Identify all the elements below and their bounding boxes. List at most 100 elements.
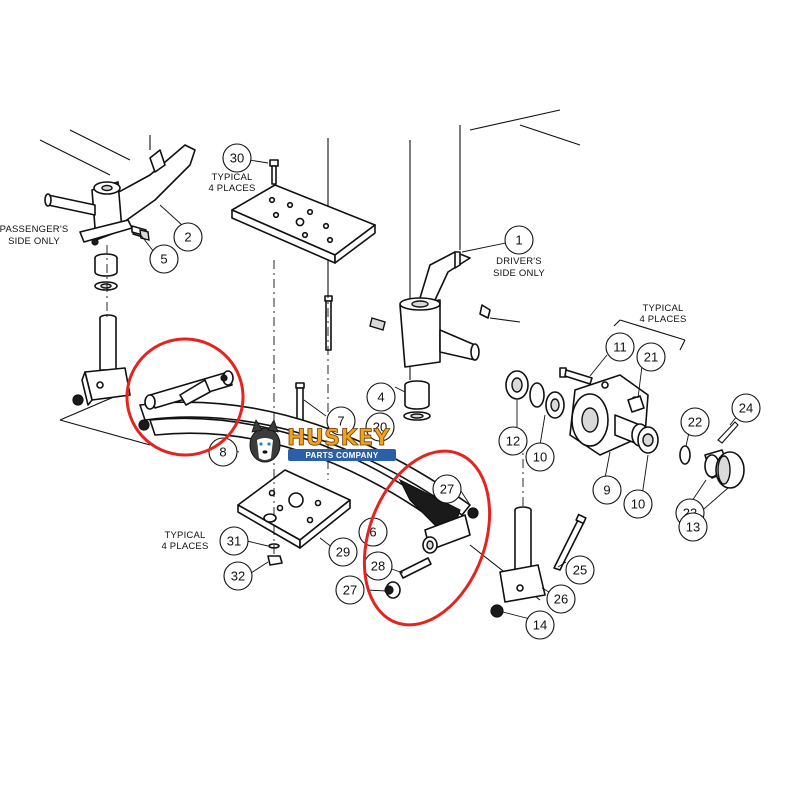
svg-text:8: 8 (219, 445, 226, 460)
part-9-hub (569, 374, 649, 456)
note-typical-4-places-hub: TYPICAL 4 PLACES (639, 303, 686, 325)
svg-text:5: 5 (160, 252, 167, 267)
passenger-lower-spindle (72, 314, 131, 406)
husky-dog-icon (249, 419, 281, 463)
callout-10a: 10 (525, 442, 555, 472)
svg-text:25: 25 (573, 563, 587, 578)
callout-26: 26 (546, 584, 576, 614)
part-1-driver-spindle (369, 251, 521, 368)
highlight-rear-shackle (125, 337, 245, 457)
part-21-lug-nut (627, 395, 645, 413)
part-6-leaf-spring (138, 370, 479, 554)
callout-22: 22 (680, 407, 710, 437)
part-22-washer (679, 445, 691, 465)
svg-text:32: 32 (231, 569, 245, 584)
callout-29: 29 (328, 537, 358, 567)
callout-24: 24 (731, 393, 761, 423)
part-25-bolt (553, 513, 587, 571)
part-10-outer-bearing (637, 426, 659, 454)
highlight-front-shackle (362, 449, 492, 627)
callout-27a: 27 (432, 474, 462, 504)
callout-30: 30 (222, 143, 252, 173)
svg-text:12: 12 (506, 434, 520, 449)
part-13-dust-cap (715, 451, 745, 489)
logo-subtitle-banner (288, 449, 396, 461)
callout-1: 1 (504, 225, 534, 255)
logo-wordmark: HUSKEY (287, 426, 391, 451)
callout-2: 2 (173, 222, 203, 252)
svg-text:11: 11 (613, 340, 627, 355)
callout-28: 28 (363, 551, 393, 581)
part-29-lower-plate (237, 469, 351, 549)
part-14-nut (490, 604, 504, 618)
svg-text:TYPICAL: TYPICAL (643, 303, 684, 314)
note-passenger-side-only: PASSENGER'S SIDE ONLY (0, 224, 68, 247)
svg-text:29: 29 (336, 545, 350, 560)
callouts: 1 2 5 30 4 7 20 8 6 11 21 12 10 9 10 22 … (149, 143, 761, 640)
note-typical-4-places-lower: TYPICAL 4 PLACES (161, 530, 208, 552)
svg-text:4 PLACES: 4 PLACES (639, 314, 686, 325)
logo-subtitle: PARTS COMPANY (306, 451, 379, 460)
callout-6: 6 (358, 517, 388, 547)
part-30-top-mount-plate (231, 159, 376, 264)
svg-text:20: 20 (373, 420, 387, 435)
callout-14: 14 (525, 610, 555, 640)
callout-4: 4 (366, 382, 396, 412)
svg-text:1: 1 (515, 233, 522, 248)
callout-9: 9 (592, 475, 622, 505)
svg-text:14: 14 (533, 618, 547, 633)
passenger-bushing-stack (94, 253, 118, 291)
part-7-bolt (295, 382, 305, 421)
callout-31: 31 (219, 526, 249, 556)
center-axes (106, 245, 524, 555)
part-24-cotter-pin (717, 421, 739, 444)
svg-text:6: 6 (369, 525, 376, 540)
callout-13: 13 (678, 512, 708, 542)
callout-32: 32 (223, 561, 253, 591)
part-4-driver-bushing-stack (403, 380, 431, 421)
svg-text:SIDE ONLY: SIDE ONLY (8, 236, 60, 247)
part-32-nut (267, 555, 283, 566)
svg-text:SIDE ONLY: SIDE ONLY (493, 268, 545, 279)
part-28-pin (399, 557, 432, 579)
svg-text:27: 27 (440, 482, 454, 497)
svg-text:26: 26 (554, 592, 568, 607)
svg-text:4: 4 (377, 390, 384, 405)
callout-11: 11 (605, 332, 635, 362)
callout-10b: 10 (623, 489, 653, 519)
svg-text:21: 21 (644, 350, 658, 365)
svg-text:TYPICAL: TYPICAL (212, 172, 253, 183)
svg-text:10: 10 (631, 497, 645, 512)
part-long-bolt (324, 295, 333, 351)
svg-text:22: 22 (688, 415, 702, 430)
svg-text:10: 10 (533, 450, 547, 465)
callout-25: 25 (565, 555, 595, 585)
svg-text:31: 31 (227, 534, 241, 549)
part-27-bushing-lower (384, 581, 401, 599)
callout-21: 21 (636, 342, 666, 372)
svg-text:24: 24 (739, 401, 753, 416)
svg-text:28: 28 (371, 559, 385, 574)
svg-text:TYPICAL: TYPICAL (165, 530, 206, 541)
svg-text:2: 2 (184, 230, 191, 245)
callout-27b: 27 (335, 575, 365, 605)
svg-text:DRIVER'S: DRIVER'S (496, 256, 542, 267)
part-5-grease-fitting (131, 225, 150, 241)
huskey-parts-company-logo: HUSKEY PARTS COMPANY (249, 419, 396, 463)
part-26-right-lower-spindle (499, 506, 546, 603)
callout-5: 5 (149, 244, 179, 274)
note-typical-4-places-top: TYPICAL 4 PLACES (208, 172, 255, 194)
callout-20: 20 (365, 412, 395, 442)
part-11-wheel-stud (559, 367, 593, 385)
svg-text:27: 27 (343, 583, 357, 598)
svg-text:30: 30 (230, 151, 244, 166)
callout-12: 12 (498, 426, 528, 456)
svg-text:4 PLACES: 4 PLACES (208, 183, 255, 194)
part-10-bearing-races (529, 382, 565, 419)
callout-7: 7 (326, 406, 356, 436)
svg-text:9: 9 (603, 483, 610, 498)
note-driver-side-only: DRIVER'S SIDE ONLY (493, 256, 545, 279)
svg-text:13: 13 (686, 520, 700, 535)
part-12-bearing (505, 370, 529, 400)
svg-text:PASSENGER'S: PASSENGER'S (0, 224, 68, 235)
